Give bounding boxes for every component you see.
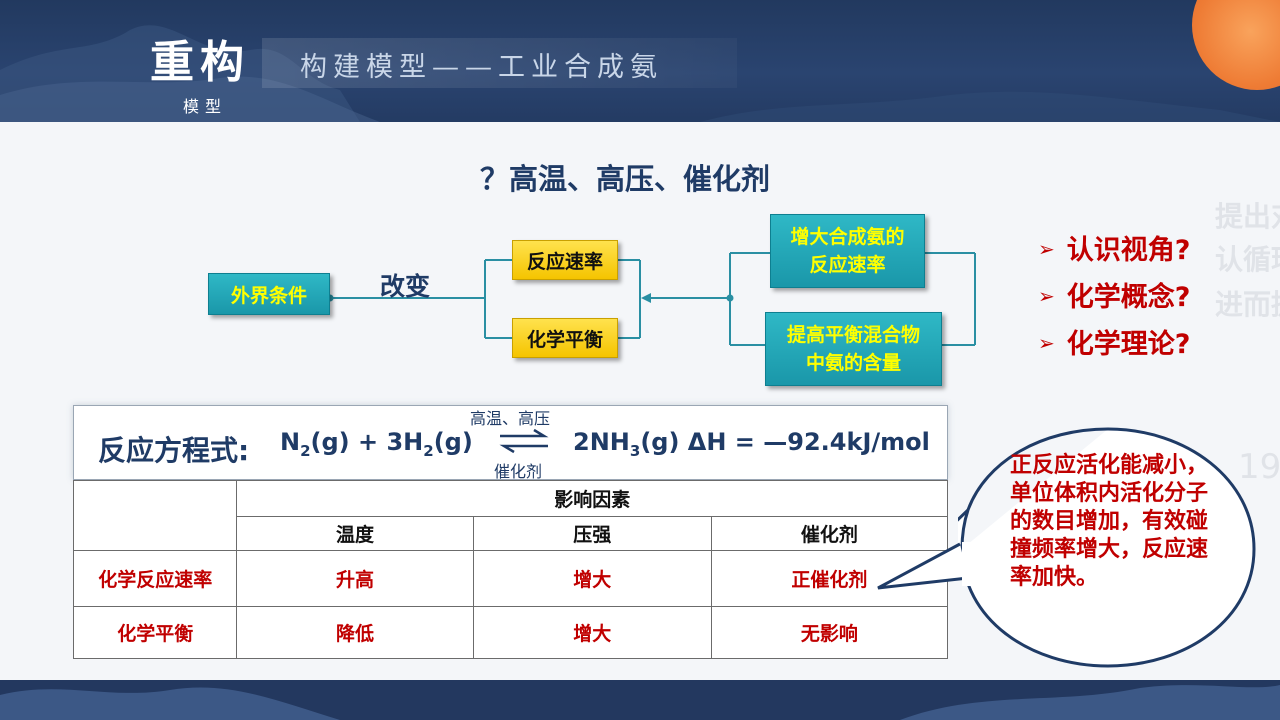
external-conditions-box: 外界条件: [208, 273, 330, 315]
bubble-pointer: [877, 542, 992, 590]
change-label: 改变: [380, 272, 431, 301]
equation-label: 反应方程式:: [98, 434, 250, 467]
ghost-text: 提出对氨: [1215, 200, 1280, 233]
equation-reactants: N2(g) + 3H2(g): [280, 428, 473, 460]
callout-text: 正反应活化能减小，单位体积内活化分子的数目增加，有效碰撞频率增大，反应速率加快。: [1010, 453, 1209, 590]
arrow-bullet-icon: ➢: [1038, 331, 1055, 355]
question-item: ➢认识视角?: [1038, 235, 1191, 266]
equation-products: 2NH3(g) ΔH = —92.4kJ/mol: [573, 428, 930, 460]
table-row: 化学反应速率 升高 增大 正催化剂: [72, 550, 949, 607]
ghost-text: 认循环: [1215, 243, 1280, 276]
column-header: 温度: [236, 516, 474, 551]
topic-title: 构建模型——工业合成氨: [300, 52, 663, 83]
arrow-bullet-icon: ➢: [1038, 284, 1055, 308]
ghost-text: 19: [1238, 447, 1280, 487]
wave-decoration: [0, 685, 1280, 720]
ghost-text: 进而提: [1215, 288, 1280, 321]
footer-band: [0, 680, 1280, 720]
table-cell: 无影响: [710, 606, 949, 659]
question-heading: ？高温、高压、催化剂: [480, 162, 771, 196]
goal-ammonia-box: 提高平衡混合物 中氨的含量: [765, 312, 942, 386]
speech-bubble: [958, 427, 1256, 668]
header-band: 重构 模型 构建模型——工业合成氨: [0, 0, 1280, 122]
reaction-rate-box: 反应速率: [512, 240, 618, 280]
arrow-bullet-icon: ➢: [1038, 237, 1055, 261]
table-cell: 增大: [472, 606, 712, 659]
condition-top: 高温、高压: [470, 409, 551, 428]
table-corner: [72, 480, 238, 551]
table-row: 化学平衡 降低 增大 无影响: [72, 606, 949, 659]
page-subtitle: 模型: [183, 97, 228, 116]
group-header: 影响因素: [236, 480, 948, 517]
page-title: 重构: [150, 37, 250, 88]
chemical-equilibrium-box: 化学平衡: [512, 318, 618, 358]
column-header: 压强: [472, 516, 712, 551]
goal-rate-box: 增大合成氨的 反应速率: [770, 214, 925, 288]
mountain-decoration: [0, 25, 1280, 122]
table-cell: 降低: [236, 606, 474, 659]
condition-bottom: 催化剂: [494, 462, 543, 481]
factors-table: 影响因素 温度 压强 催化剂 化学反应速率 升高 增大 正催化剂 化学平衡 降低…: [72, 480, 949, 659]
question-item: ➢化学理论?: [1038, 329, 1191, 360]
equilibrium-arrow-icon: [499, 428, 549, 454]
row-header: 化学平衡: [72, 606, 238, 659]
row-header: 化学反应速率: [72, 550, 238, 607]
table-cell: 升高: [236, 550, 474, 607]
table-cell: 增大: [472, 550, 712, 607]
equation-box: [73, 405, 948, 480]
title-banner: [262, 38, 737, 88]
question-item: ➢化学概念?: [1038, 282, 1191, 313]
